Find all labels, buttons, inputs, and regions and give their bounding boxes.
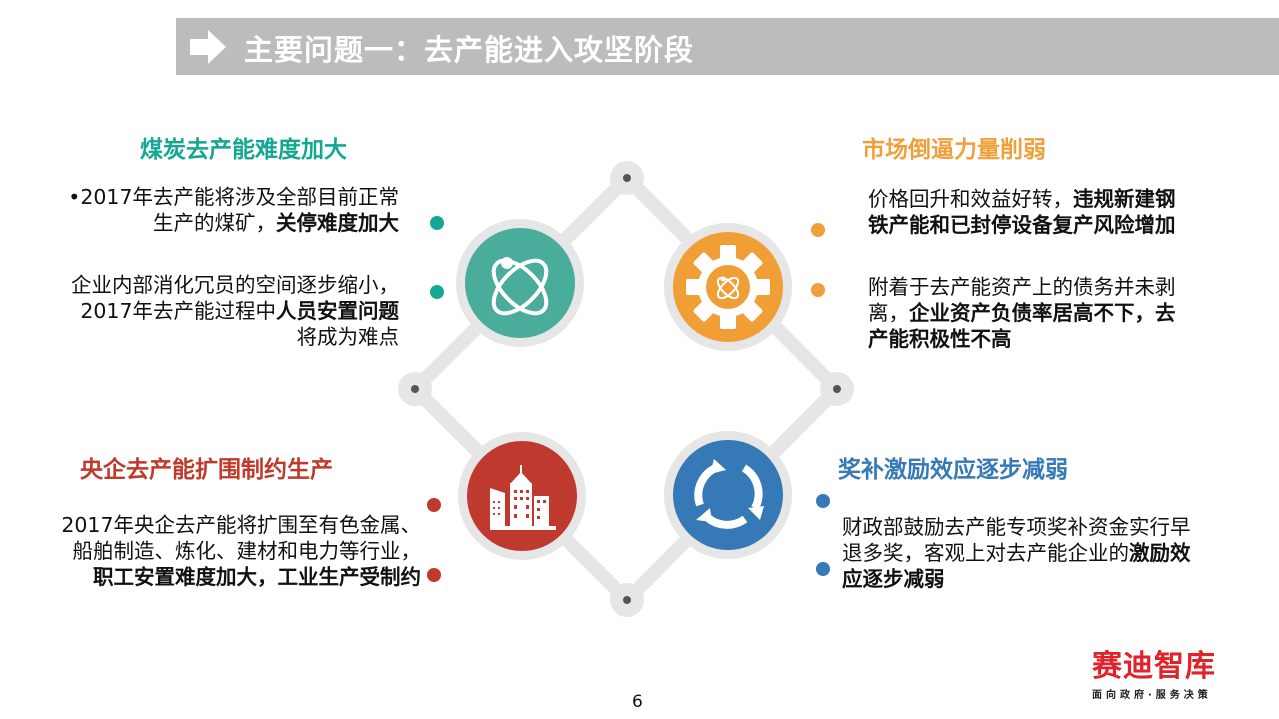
page-title: 主要问题一：去产能进入攻坚阶段	[244, 33, 695, 67]
title-bar: 主要问题一：去产能进入攻坚阶段	[176, 18, 1279, 75]
market-icon-circle	[664, 223, 792, 351]
arrow-right-icon	[190, 30, 226, 64]
subsidy-bullet-dot	[816, 494, 830, 508]
market-bullet-dot	[811, 283, 825, 297]
logo: 赛迪智库 面向政府·服务决策	[1092, 649, 1216, 702]
coal-point-1: •2017年去产能将涉及全部目前正常 生产的煤矿，关停难度加大	[68, 185, 399, 235]
page-number: 6	[632, 692, 643, 712]
diamond-nodes	[398, 161, 854, 617]
market-point-1: 价格回升和效益好转，违规新建钢 铁产能和已封停设备复产风险增加	[868, 187, 1176, 237]
coal-bullet-dot	[430, 216, 444, 230]
coal-point-2: 企业内部消化冗员的空间逐步缩小， 2017年去产能过程中人员安置问题 将成为难点	[71, 273, 399, 349]
coal-icon-circle	[456, 219, 584, 347]
subsidy-icon-circle	[664, 431, 792, 559]
soe-bullet-dot	[427, 568, 441, 582]
soe-bullet-dot	[427, 498, 441, 512]
logo-name: 赛迪智库	[1092, 649, 1216, 684]
market-bullet-dot	[811, 223, 825, 237]
logo-tagline: 面向政府·服务决策	[1092, 690, 1212, 701]
atom-icon	[491, 258, 549, 316]
subsidy-bullet-dot	[816, 562, 830, 576]
market-heading: 市场倒逼力量削弱	[862, 137, 1046, 163]
soe-point-1: 2017年央企去产能将扩围至有色金属、 船舶制造、炼化、建材和电力等行业， 职工…	[61, 513, 421, 589]
soe-icon-circle	[458, 432, 586, 560]
subsidy-heading: 奖补激励效应逐步减弱	[838, 457, 1068, 483]
market-point-2: 附着于去产能资产上的债务并未剥 离，企业资产负债率居高不下，去 产能积极性不高	[868, 275, 1176, 351]
gear-atom-icon	[686, 245, 770, 329]
coal-bullet-dot	[430, 285, 444, 299]
coal-heading: 煤炭去产能难度加大	[140, 137, 347, 163]
subsidy-point-1: 财政部鼓励去产能专项奖补资金实行早 退多奖，客观上对去产能企业的激励效 应逐步减…	[842, 515, 1191, 591]
soe-heading: 央企去产能扩围制约生产	[80, 457, 333, 483]
